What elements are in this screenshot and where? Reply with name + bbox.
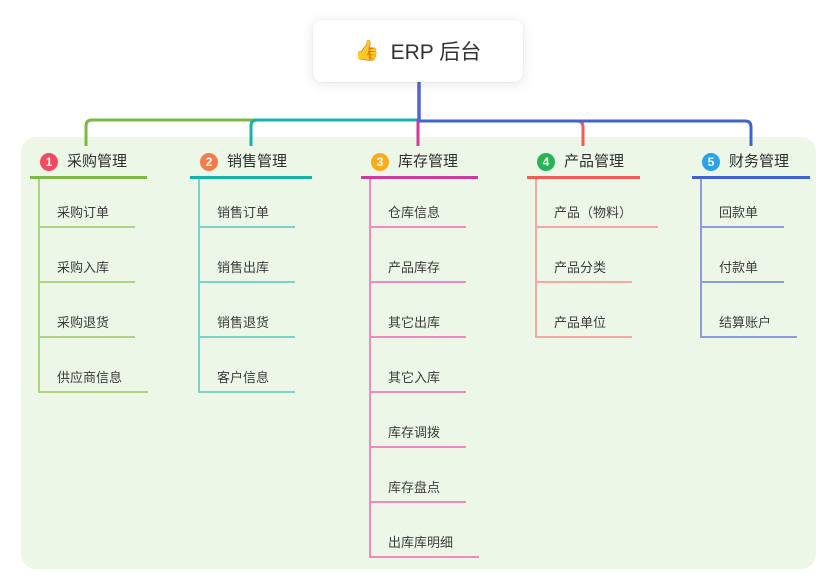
child-node[interactable]: 销售订单 bbox=[200, 179, 296, 228]
branch-sales-children: 销售订单 销售出库 销售退货 客户信息 bbox=[198, 179, 296, 393]
child-node[interactable]: 产品单位 bbox=[537, 283, 633, 338]
child-node[interactable]: 付款单 bbox=[702, 228, 785, 283]
child-node[interactable]: 供应商信息 bbox=[40, 338, 149, 393]
branch-purchase-children: 采购订单 采购入库 采购退货 供应商信息 bbox=[38, 179, 149, 393]
branch-purchase-title[interactable]: 1 采购管理 bbox=[30, 151, 147, 179]
branch-product-children: 产品（物料） 产品分类 产品单位 bbox=[535, 179, 659, 338]
branch-inventory: 3 库存管理 仓库信息 产品库存 其它出库 其它入库 库存调拨 库存盘点 出库库… bbox=[361, 151, 480, 558]
child-node[interactable]: 采购退货 bbox=[40, 283, 136, 338]
branch-finance-title[interactable]: 5 财务管理 bbox=[692, 151, 810, 179]
branch-purchase: 1 采购管理 采购订单 采购入库 采购退货 供应商信息 bbox=[30, 151, 149, 393]
branch-sales: 2 销售管理 销售订单 销售出库 销售退货 客户信息 bbox=[190, 151, 312, 393]
branch-number-badge: 3 bbox=[371, 153, 389, 171]
child-node[interactable]: 其它入库 bbox=[371, 338, 467, 393]
child-node[interactable]: 产品库存 bbox=[371, 228, 467, 283]
branch-number-badge: 5 bbox=[702, 153, 720, 171]
branch-inventory-children: 仓库信息 产品库存 其它出库 其它入库 库存调拨 库存盘点 出库库明细 bbox=[369, 179, 480, 558]
child-node[interactable]: 库存调拨 bbox=[371, 393, 467, 448]
child-node[interactable]: 销售出库 bbox=[200, 228, 296, 283]
child-node[interactable]: 产品分类 bbox=[537, 228, 633, 283]
branch-title-label: 财务管理 bbox=[729, 153, 790, 170]
child-node[interactable]: 仓库信息 bbox=[371, 179, 467, 228]
child-node[interactable]: 库存盘点 bbox=[371, 448, 467, 503]
branch-finance-children: 回款单 付款单 结算账户 bbox=[700, 179, 798, 338]
branch-title-label: 销售管理 bbox=[227, 153, 288, 170]
child-node[interactable]: 其它出库 bbox=[371, 283, 467, 338]
thumbs-up-icon: 👍 bbox=[354, 40, 380, 62]
branch-sales-title[interactable]: 2 销售管理 bbox=[190, 151, 312, 179]
branch-inventory-title[interactable]: 3 库存管理 bbox=[361, 151, 478, 179]
branch-title-label: 产品管理 bbox=[564, 153, 625, 170]
child-node[interactable]: 采购订单 bbox=[40, 179, 136, 228]
branch-title-label: 库存管理 bbox=[398, 153, 459, 170]
branches-panel bbox=[21, 137, 816, 569]
branch-finance: 5 财务管理 回款单 付款单 结算账户 bbox=[692, 151, 810, 338]
branch-title-label: 采购管理 bbox=[67, 153, 128, 170]
child-node[interactable]: 出库库明细 bbox=[371, 503, 480, 558]
child-node[interactable]: 结算账户 bbox=[702, 283, 798, 338]
branch-number-badge: 4 bbox=[537, 153, 555, 171]
branch-number-badge: 1 bbox=[40, 153, 58, 171]
root-label: ERP 后台 bbox=[390, 41, 482, 64]
branch-number-badge: 2 bbox=[200, 153, 218, 171]
branch-product-title[interactable]: 4 产品管理 bbox=[527, 151, 640, 179]
root-node[interactable]: 👍 ERP 后台 bbox=[313, 20, 523, 82]
branch-product: 4 产品管理 产品（物料） 产品分类 产品单位 bbox=[527, 151, 659, 338]
child-node[interactable]: 销售退货 bbox=[200, 283, 296, 338]
child-node[interactable]: 产品（物料） bbox=[537, 179, 659, 228]
child-node[interactable]: 采购入库 bbox=[40, 228, 136, 283]
child-node[interactable]: 客户信息 bbox=[200, 338, 296, 393]
child-node[interactable]: 回款单 bbox=[702, 179, 785, 228]
